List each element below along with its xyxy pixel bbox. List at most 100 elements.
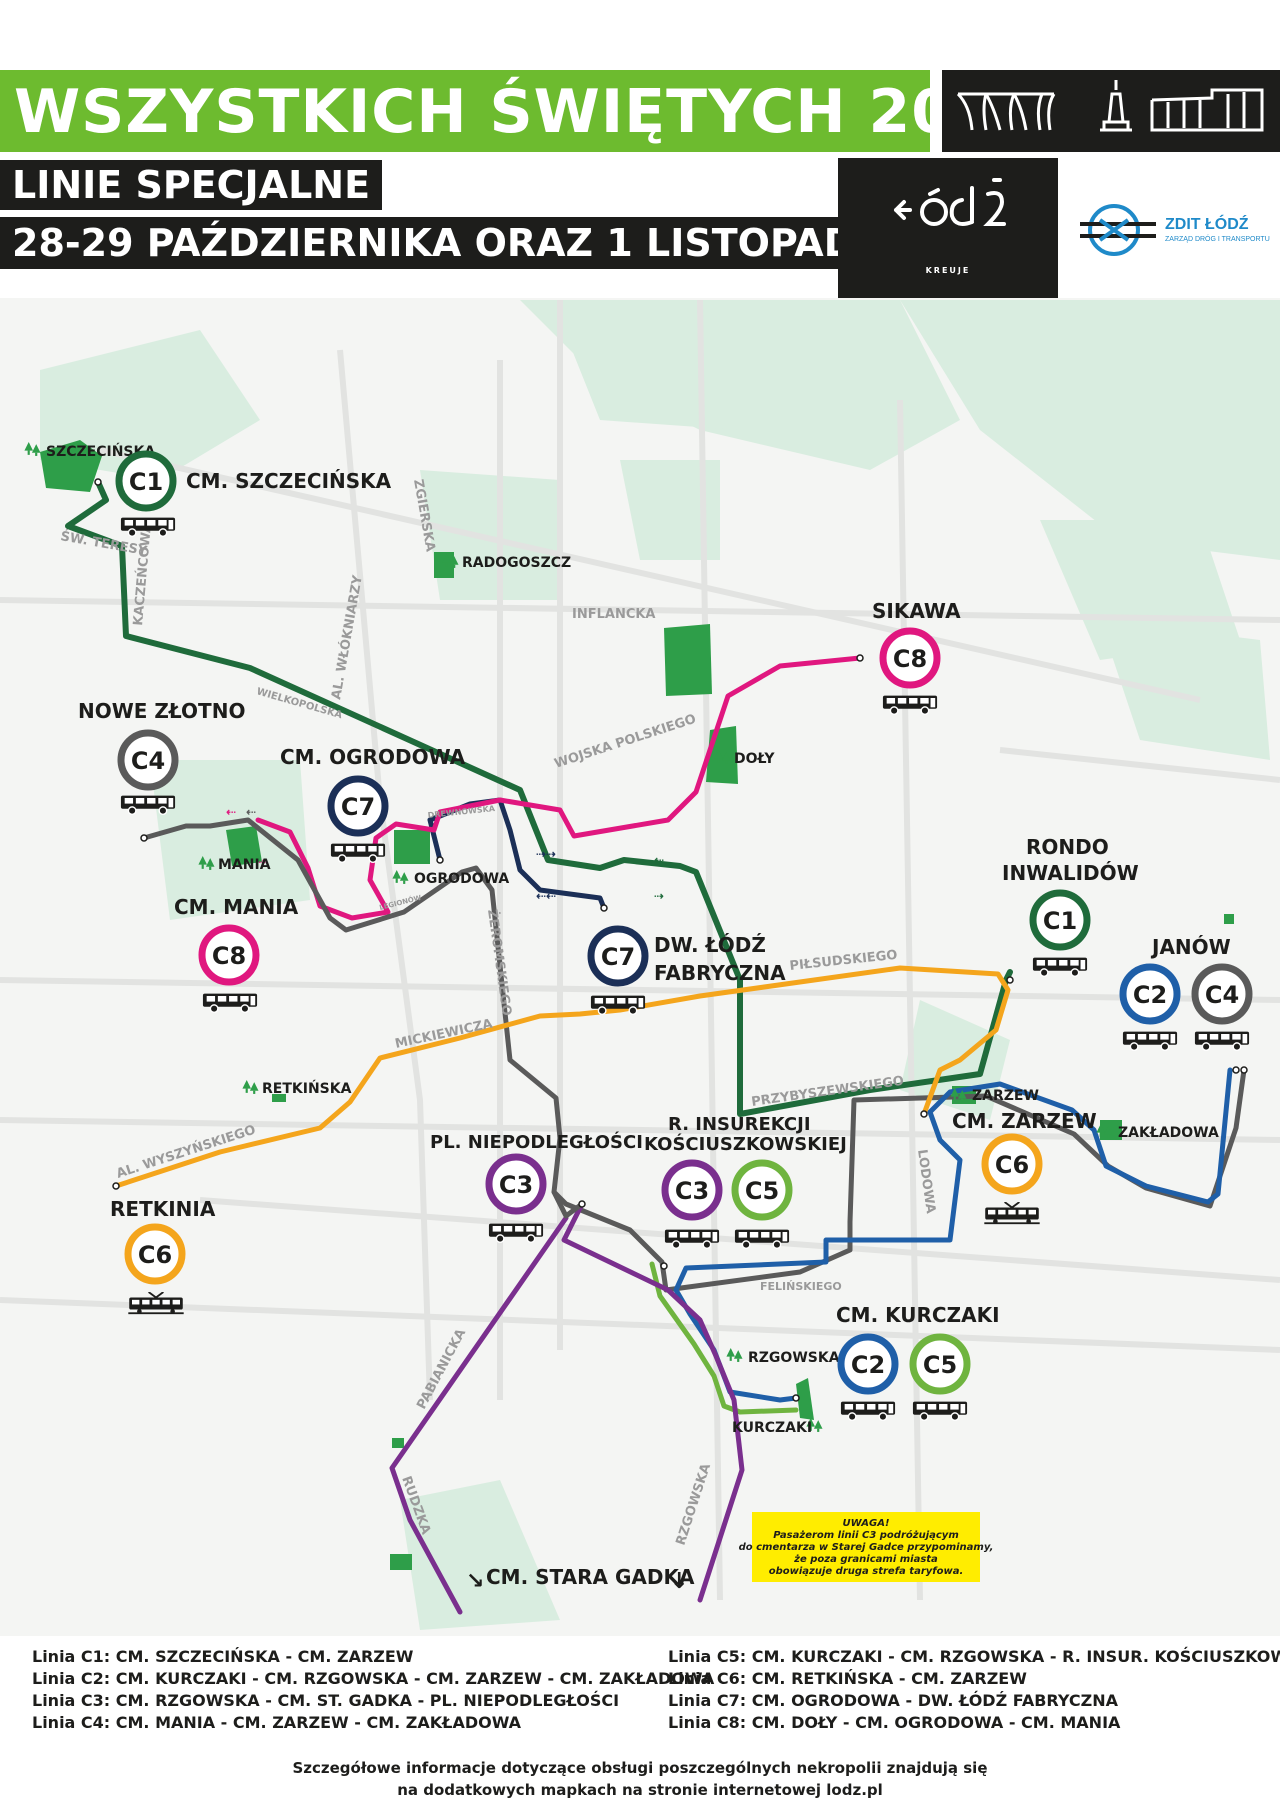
- stop-title-pl-niepodleglosci: PL. NIEPODLEGŁOŚCI: [430, 1131, 643, 1153]
- stop-title-cm-stara-gadka: CM. STARA GADKA: [486, 1565, 695, 1589]
- streets-layer: [0, 299, 1280, 1601]
- svg-text:C4: C4: [1205, 981, 1239, 1009]
- svg-text:C1: C1: [129, 468, 163, 496]
- canopy-landmark-icon: [956, 92, 1056, 131]
- svg-text:C5: C5: [923, 1351, 957, 1379]
- route-C1: [65, 479, 1013, 1117]
- svg-text:⇢⇢: ⇢⇢: [536, 847, 556, 861]
- route-C4: [141, 817, 1247, 1293]
- route-C6: [113, 965, 1011, 1189]
- transit-map: ⇢⇢ ⇠⇠ ⇠ ⇢ ⇠ ⇠ ⇢ ŚW. TERESY KACZEŃCOWA ZG…: [0, 298, 1280, 1636]
- svg-text:C3: C3: [499, 1171, 533, 1199]
- svg-text:⇠: ⇠: [226, 805, 236, 819]
- badge-C7-fabryczna: C7: [587, 925, 649, 987]
- svg-text:C8: C8: [212, 942, 246, 970]
- svg-text:C7: C7: [341, 793, 375, 821]
- badge-C4-nowe-zlotno: C4: [117, 729, 179, 791]
- monument-icon: [1100, 80, 1132, 132]
- cemeteries-layer: [40, 440, 1234, 1570]
- cemetery-label-zakladowa: ZAKŁADOWA: [1118, 1125, 1219, 1141]
- badge-C3-niepodleglosci: C3: [485, 1153, 547, 1215]
- svg-text:do cmentarza w Starej Gadce pr: do cmentarza w Starej Gadce przypominamy…: [739, 1542, 994, 1553]
- svg-text:⇠: ⇠: [654, 853, 664, 867]
- arrow-down-icon: ↘: [466, 1569, 484, 1594]
- cemetery-label-rzgowska: RZGOWSKA: [748, 1350, 840, 1366]
- svg-text:C4: C4: [131, 747, 165, 775]
- stop-title-nowe-zlotno: NOWE ZŁOTNO: [78, 699, 245, 723]
- svg-text:C7: C7: [601, 943, 635, 971]
- badge-C2-janow: C2: [1119, 963, 1181, 1025]
- svg-text:C2: C2: [851, 1351, 885, 1379]
- title-banner: [0, 70, 930, 152]
- street-felinskiego: FELIŃSKIEGO: [760, 1280, 842, 1293]
- badge-C3-insurekcji: C3: [661, 1159, 723, 1221]
- stop-title-rondo-inwalidow-1: RONDO: [1026, 835, 1109, 859]
- badge-C8-mania: C8: [198, 924, 260, 986]
- svg-text:⇢: ⇢: [654, 889, 664, 903]
- stop-title-cm-ogrodowa: CM. OGRODOWA: [280, 745, 466, 769]
- stop-title-dw-fabryczna-2: FABRYCZNA: [654, 961, 786, 985]
- badge-C8-sikawa: C8: [879, 627, 941, 689]
- cemetery-label-szczecinska: SZCZECIŃSKA: [46, 442, 155, 460]
- zdit-name: ZDIT ŁÓDŹ: [1165, 216, 1249, 233]
- svg-text:C2: C2: [1133, 981, 1167, 1009]
- stop-title-r-insurekcji-1: R. INSUREKCJI: [668, 1114, 811, 1135]
- legend-line-c8: Linia C8: CM. DOŁY - CM. OGRODOWA - CM. …: [668, 1713, 1121, 1732]
- svg-text:⇠⇠: ⇠⇠: [536, 889, 556, 903]
- landmark-icons-bar: [942, 70, 1280, 152]
- stop-title-r-insurekcji-2: KOŚCIUSZKOWSKIEJ: [644, 1133, 847, 1155]
- badge-C5-kurczaki: C5: [909, 1333, 971, 1395]
- line-legend-left: Linia C1: CM. SZCZECIŃSKA - CM. ZARZEW L…: [32, 1646, 714, 1734]
- stop-title-cm-szczecinska: CM. SZCZECIŃSKA: [186, 469, 392, 493]
- cemetery-label-mania: MANIA: [218, 857, 271, 873]
- svg-text:C3: C3: [675, 1177, 709, 1205]
- c3-tariff-notice: UWAGA! Pasażerom linii C3 podróżującym d…: [739, 1512, 994, 1582]
- legend-line-c1: Linia C1: CM. SZCZECIŃSKA - CM. ZARZEW: [32, 1647, 414, 1666]
- badge-C2-kurczaki: C2: [837, 1333, 899, 1395]
- lodz-tagline: KREUJE: [925, 266, 971, 275]
- legend-line-c2: Linia C2: CM. KURCZAKI - CM. RZGOWSKA - …: [32, 1669, 715, 1688]
- cemetery-label-doly: DOŁY: [734, 751, 775, 767]
- line-legend-right: Linia C5: CM. KURCZAKI - CM. RZGOWSKA - …: [668, 1646, 1280, 1734]
- cemetery-label-retkinska: RETKIŃSKA: [262, 1079, 352, 1097]
- legend-line-c7: Linia C7: CM. OGRODOWA - DW. ŁÓDŹ FABRYC…: [668, 1691, 1118, 1710]
- svg-text:C1: C1: [1043, 907, 1077, 935]
- badge-C4-janow: C4: [1191, 963, 1253, 1025]
- route-C8: [255, 655, 863, 921]
- stop-dots: [94, 478, 1248, 1402]
- svg-text:obowiązuje druga strefa taryfo: obowiązuje druga strefa taryfowa.: [769, 1566, 964, 1577]
- cemetery-label-ogrodowa: OGRODOWA: [414, 871, 509, 887]
- subtitle-dates: 28-29 PAŹDZIERNIKA ORAZ 1 LISTOPADA: [0, 217, 897, 269]
- svg-text:UWAGA!: UWAGA!: [842, 1518, 889, 1529]
- footer-line-1: Szczegółowe informacje dotyczące obsługi…: [292, 1759, 988, 1777]
- route-C3: [389, 1201, 745, 1615]
- legend-line-c6: Linia C6: CM. RETKIŃSKA - CM. ZARZEW: [668, 1669, 1027, 1688]
- lodz-logo: KREUJE: [838, 158, 1058, 298]
- route-C7: [427, 797, 607, 911]
- direction-arrows: ⇢⇢ ⇠⇠ ⇠ ⇢ ⇠ ⇠ ⇢: [226, 805, 664, 903]
- svg-text:C5: C5: [745, 1177, 779, 1205]
- legend-line-c4: Linia C4: CM. MANIA - CM. ZARZEW - CM. Z…: [32, 1713, 522, 1732]
- route-C2: [673, 1067, 1233, 1403]
- street-inflancka: INFLANCKA: [572, 607, 656, 622]
- badge-C1-rondo: C1: [1029, 889, 1091, 951]
- zdit-subtitle: ZARZĄD DRÓG I TRANSPORTU: [1165, 236, 1270, 243]
- cemetery-label-zarzew: ZARZEW: [972, 1088, 1039, 1104]
- badge-C6-zarzew: C6: [981, 1133, 1043, 1195]
- stop-title-cm-kurczaki: CM. KURCZAKI: [836, 1303, 1000, 1327]
- stop-title-dw-fabryczna-1: DW. ŁÓDŹ: [654, 933, 766, 957]
- legend-line-c3: Linia C3: CM. RZGOWSKA - CM. ST. GADKA -…: [32, 1691, 620, 1710]
- svg-text:C6: C6: [995, 1151, 1029, 1179]
- stop-title-janow: JANÓW: [1150, 935, 1231, 959]
- badge-C7-ogrodowa: C7: [327, 775, 389, 837]
- subtitle-special-lines: LINIE SPECJALNE: [0, 160, 383, 210]
- cemetery-label-kurczaki: KURCZAKI: [732, 1420, 812, 1436]
- page-title: WSZYSTKICH ŚWIĘTYCH 2023: [14, 77, 1040, 147]
- zdit-logo: [1078, 200, 1168, 260]
- building-icon: [1150, 88, 1264, 132]
- legend-line-c5: Linia C5: CM. KURCZAKI - CM. RZGOWSKA - …: [668, 1647, 1280, 1666]
- stop-title-cm-zarzew: CM. ZARZEW: [952, 1109, 1097, 1133]
- badge-C6-retkinia: C6: [124, 1223, 186, 1285]
- stop-title-retkinia: RETKINIA: [110, 1197, 216, 1221]
- svg-text:Pasażerom linii C3 podróżujący: Pasażerom linii C3 podróżującym: [773, 1529, 959, 1541]
